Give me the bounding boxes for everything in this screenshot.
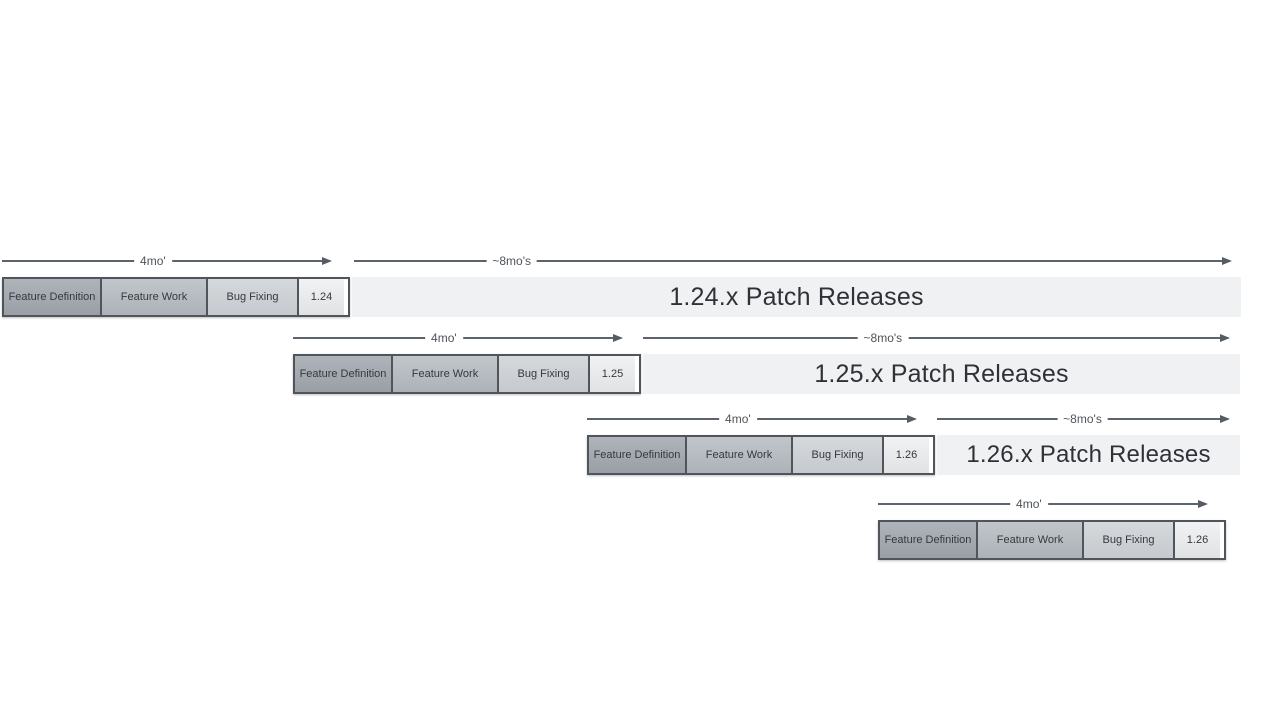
patch-duration-arrow: ~8mo's [643, 331, 1230, 345]
patch-releases-bar: 1.24.x Patch Releases [352, 277, 1241, 317]
dev-cycle-bar: Feature Definition Feature Work Bug Fixi… [878, 520, 1226, 560]
phase-bug-fixing: Bug Fixing [1082, 522, 1173, 558]
dev-duration-label: 4mo' [134, 254, 172, 268]
release-row-1-24: 4mo' ~8mo's Feature Definition Feature W… [2, 253, 1280, 319]
arrow-right-icon [322, 257, 332, 265]
patch-releases-label: 1.26.x Patch Releases [966, 441, 1211, 468]
patch-releases-bar: 1.26.x Patch Releases [937, 435, 1240, 475]
dev-duration-label: 4mo' [719, 412, 757, 426]
version-box: 1.25 [588, 356, 635, 392]
phase-feature-definition: Feature Definition [880, 522, 976, 558]
dev-duration-label: 4mo' [425, 331, 463, 345]
phase-feature-work: Feature Work [685, 437, 791, 473]
version-box: 1.24 [297, 279, 344, 315]
arrow-right-icon [907, 415, 917, 423]
patch-duration-arrow: ~8mo's [937, 412, 1230, 426]
patch-duration-arrow: ~8mo's [354, 254, 1232, 268]
phase-bug-fixing: Bug Fixing [206, 279, 297, 315]
dev-duration-label: 4mo' [1010, 497, 1048, 511]
arrow-right-icon [1222, 257, 1232, 265]
arrow-right-icon [613, 334, 623, 342]
phase-feature-definition: Feature Definition [4, 279, 100, 315]
dev-cycle-bar: Feature Definition Feature Work Bug Fixi… [2, 277, 350, 317]
phase-bug-fixing: Bug Fixing [791, 437, 882, 473]
phase-feature-work: Feature Work [976, 522, 1082, 558]
phase-bug-fixing: Bug Fixing [497, 356, 588, 392]
version-box: 1.26 [882, 437, 929, 473]
patch-releases-label: 1.25.x Patch Releases [814, 359, 1069, 388]
phase-feature-definition: Feature Definition [589, 437, 685, 473]
dev-duration-arrow: 4mo' [587, 412, 917, 426]
arrow-right-icon [1198, 500, 1208, 508]
dev-duration-arrow: 4mo' [293, 331, 623, 345]
arrow-right-icon [1220, 334, 1230, 342]
dev-cycle-bar: Feature Definition Feature Work Bug Fixi… [587, 435, 935, 475]
release-row-next: 4mo' Feature Definition Feature Work Bug… [878, 496, 1280, 562]
patch-releases-label: 1.24.x Patch Releases [669, 282, 924, 311]
arrow-right-icon [1220, 415, 1230, 423]
dev-cycle-bar: Feature Definition Feature Work Bug Fixi… [293, 354, 641, 394]
patch-releases-bar: 1.25.x Patch Releases [643, 354, 1240, 394]
patch-duration-label: ~8mo's [857, 331, 909, 345]
phase-feature-definition: Feature Definition [295, 356, 391, 392]
release-row-1-26: 4mo' ~8mo's Feature Definition Feature W… [587, 411, 1280, 477]
phase-feature-work: Feature Work [100, 279, 206, 315]
dev-duration-arrow: 4mo' [878, 497, 1208, 511]
phase-feature-work: Feature Work [391, 356, 497, 392]
patch-duration-label: ~8mo's [486, 254, 537, 268]
release-row-1-25: 4mo' ~8mo's Feature Definition Feature W… [293, 330, 1280, 396]
version-box: 1.26 [1173, 522, 1220, 558]
patch-duration-label: ~8mo's [1057, 412, 1108, 426]
dev-duration-arrow: 4mo' [2, 254, 332, 268]
